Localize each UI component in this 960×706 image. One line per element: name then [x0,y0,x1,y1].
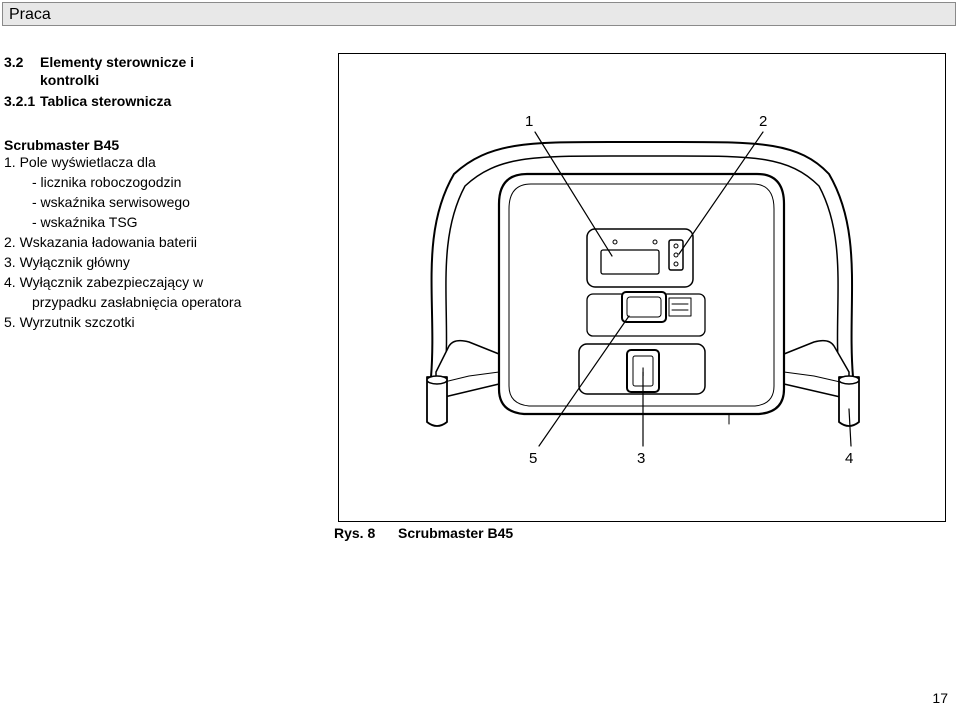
left-foot-top [426,375,448,385]
figure-frame: I 1 2 5 3 4 [338,53,946,522]
leader-line-5 [538,315,630,447]
heading-number: 3.2 [4,54,24,70]
callout-4: 4 [845,450,853,467]
lower-housing [578,343,706,395]
list-item: 1. Pole wyświetlacza dla [4,154,156,170]
callout-5: 5 [529,450,537,467]
battery-led [673,261,679,267]
left-foot [426,376,448,427]
brush-ejector-symbol [668,297,692,317]
panel-inner-edge [508,183,775,407]
display-indicator [612,239,618,245]
display-housing [586,228,694,288]
callout-3: 3 [637,450,645,467]
list-item-continued: przypadku zasłabnięcia operatora [32,294,242,310]
control-panel-drawing: I 1 2 5 3 4 [426,113,860,467]
list-subitem: - licznika roboczogodzin [32,174,182,190]
heading-text-continued: kontrolki [40,72,100,88]
battery-indicator [668,239,684,271]
handlebar-inner [444,155,840,378]
right-foot-top [838,375,860,385]
list-item: 2. Wskazania ładowania baterii [4,234,197,250]
subheading-number: 3.2.1 [4,93,36,109]
display-indicator [652,239,658,245]
battery-led [673,243,679,249]
list-subitem: - wskaźnika TSG [32,214,138,230]
safety-switch [621,291,667,323]
handlebar-outer [430,141,854,378]
list-item: 4. Wyłącznik zabezpieczający w [4,274,204,290]
heading-text: Elementy sterownicze i [40,54,195,70]
list-subitem: - wskaźnika serwisowego [32,194,190,210]
figure-caption: Rys. 8 Scrubmaster B45 [334,525,513,541]
product-name: Scrubmaster B45 [4,137,120,153]
safety-switch-inner [626,296,662,318]
leader-line-4 [848,408,852,447]
section-heading-3-2: 3.2 Elementy sterownicze i kontrolki [4,53,194,89]
callout-1: 1 [525,113,533,130]
caption-label: Rys. 8 [334,525,376,541]
page-number: 17 [932,690,948,706]
header-bar: Praca [2,2,956,26]
leader-line-2 [678,131,764,255]
left-shelf [435,339,500,400]
list-item: 3. Wyłącznik główny [4,254,130,270]
right-shelf-edge [783,371,850,385]
display-screen [600,249,660,275]
list-item: 5. Wyrzutnik szczotki [4,314,135,330]
header-title: Praca [9,6,51,23]
caption-text: Scrubmaster B45 [398,525,514,541]
callout-2: 2 [759,113,767,130]
leader-line-1 [534,131,613,257]
battery-led [673,252,679,258]
element-list: 1. Pole wyświetlacza dla - licznika robo… [4,152,241,332]
right-shelf [783,339,850,400]
subheading-text: Tablica sterownicza [40,93,172,109]
